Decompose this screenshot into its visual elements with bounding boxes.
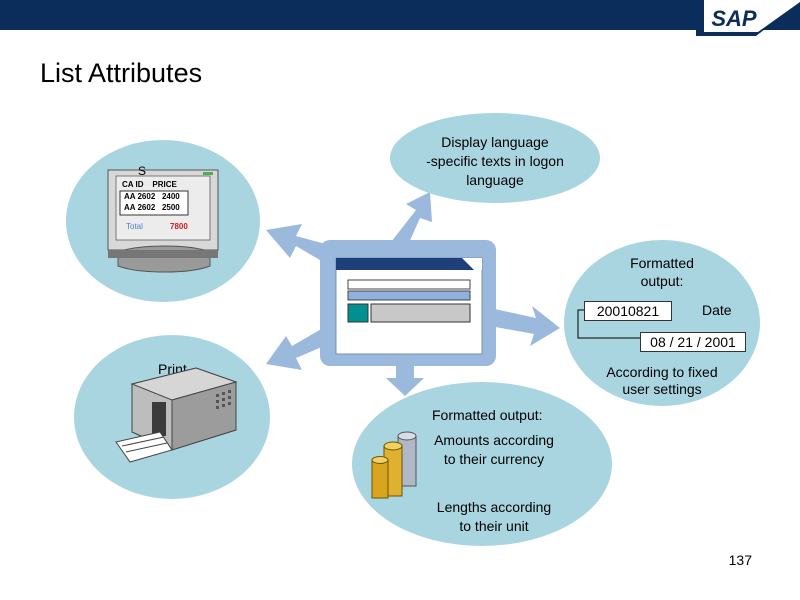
date-heading-line: output:: [640, 273, 684, 289]
total-label: Total: [126, 222, 143, 231]
sap-logo: SAP: [696, 0, 800, 36]
amount-line: to their currency: [443, 451, 545, 467]
length-line: Lengths according: [436, 499, 552, 515]
page-title: List Attributes: [40, 58, 203, 88]
sap-logo-text: SAP: [711, 6, 757, 31]
screen-label-fragment: S: [138, 164, 147, 178]
date-footer-line: According to fixed: [606, 364, 718, 380]
date-heading-line: Formatted: [630, 255, 694, 271]
language-line: -specific texts in logon: [426, 153, 564, 169]
language-line: Display language: [441, 134, 549, 150]
language-bubble: [390, 113, 600, 203]
table-row: AA 2602 2400: [124, 192, 180, 201]
table-row: AA 2602 2500: [124, 203, 180, 212]
total-value: 7800: [170, 222, 188, 231]
header-bar: [0, 0, 800, 30]
date-bubble: [564, 240, 760, 406]
page-number: 137: [728, 552, 752, 568]
currency-heading: Formatted output:: [432, 407, 543, 423]
formatted-date-value: 08 / 21 / 2001: [640, 332, 746, 352]
table-header: CA ID PRICE: [122, 180, 177, 189]
amount-line: Amounts according: [434, 432, 554, 448]
raw-date-value: 20010821: [584, 301, 672, 321]
length-line: to their unit: [459, 518, 529, 534]
language-line: language: [466, 172, 524, 188]
date-label: Date: [702, 302, 732, 318]
date-footer-line: user settings: [622, 381, 702, 397]
